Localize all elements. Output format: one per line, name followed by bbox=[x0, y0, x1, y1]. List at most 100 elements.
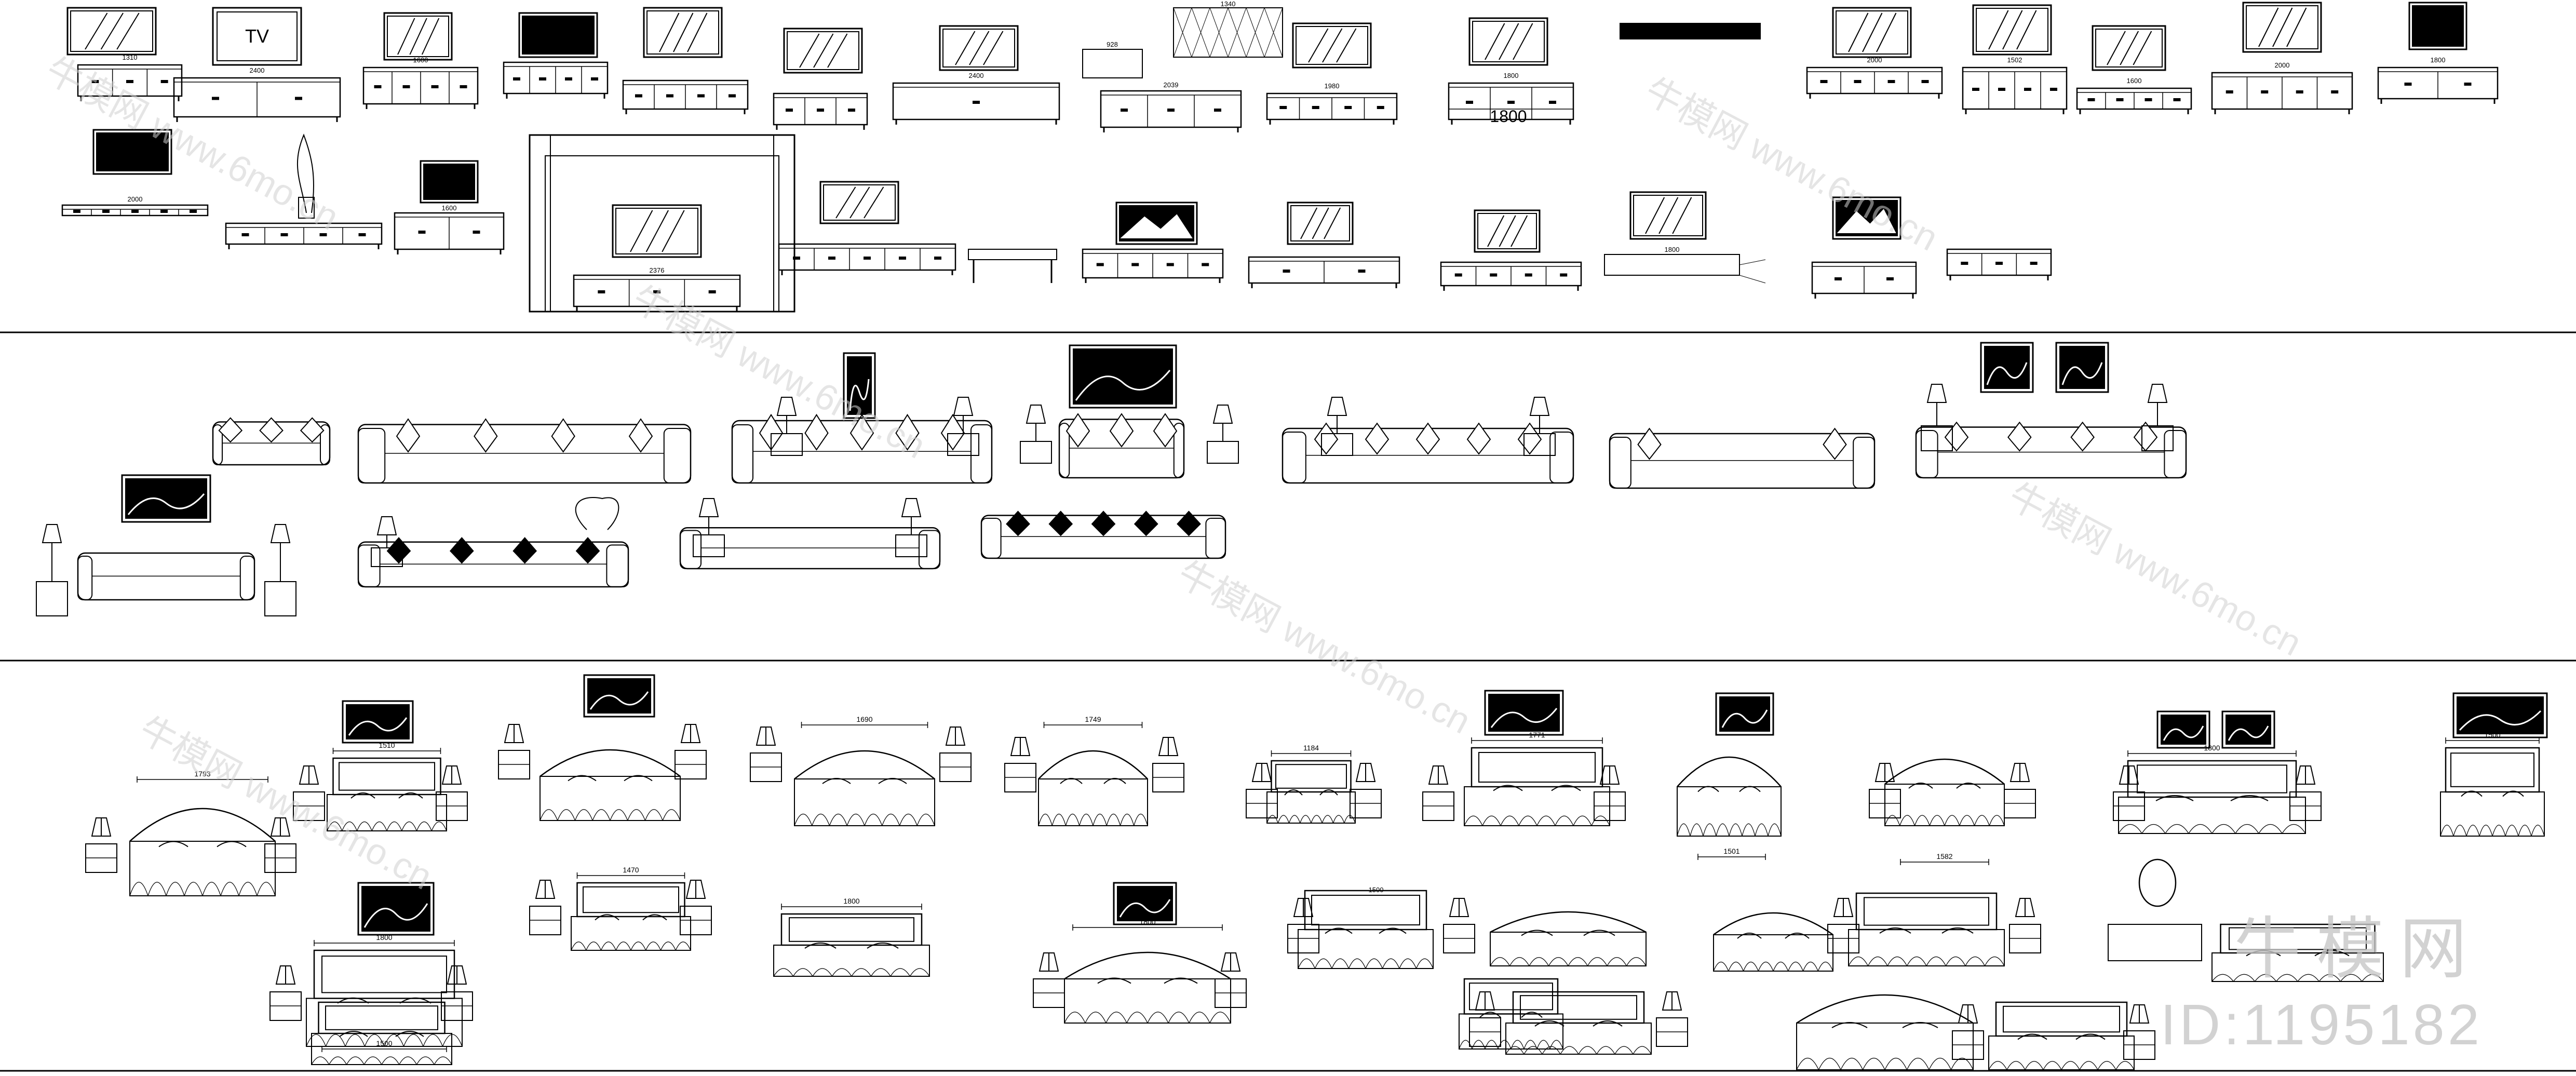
headboard-panel bbox=[326, 1006, 438, 1030]
bedspread-fold bbox=[1945, 815, 1960, 826]
drawer-handle bbox=[2331, 91, 2338, 93]
bedspread-fold bbox=[1300, 815, 1311, 823]
sofa-arm bbox=[358, 545, 380, 587]
bedspread-fold bbox=[1818, 962, 1833, 972]
bedspread-fold bbox=[2518, 825, 2531, 836]
wall-art bbox=[588, 679, 651, 713]
drawer-handle bbox=[817, 109, 824, 111]
pillow bbox=[159, 842, 188, 847]
tv-screen bbox=[424, 164, 475, 199]
headboard-panel bbox=[2137, 765, 2287, 792]
bedspread-fold bbox=[1803, 962, 1818, 972]
side-table bbox=[1207, 441, 1238, 463]
bedspread-fold bbox=[130, 882, 148, 896]
bedspread-fold bbox=[1399, 959, 1417, 969]
bedspread-fold bbox=[1549, 958, 1569, 966]
bedspread-fold bbox=[399, 1057, 417, 1065]
drawer-handle bbox=[432, 86, 438, 88]
drawer-handle bbox=[935, 257, 941, 259]
pillow bbox=[2156, 796, 2193, 801]
drawer-handle bbox=[132, 210, 138, 212]
drawer-handle bbox=[2031, 262, 2037, 264]
dimension-label: 1800 bbox=[376, 933, 392, 941]
pillow bbox=[1880, 928, 1911, 933]
drawer-handle bbox=[2297, 91, 2303, 93]
bedspread-fold bbox=[239, 882, 257, 896]
drawer-handle bbox=[2261, 91, 2268, 93]
drawer-handle bbox=[1961, 262, 1967, 264]
stamp-brand: 牛模网 bbox=[2160, 894, 2483, 992]
bedspread-fold bbox=[1729, 962, 1744, 972]
bedspread-fold bbox=[891, 969, 910, 976]
sofa-arm bbox=[919, 531, 940, 569]
cabinet-body bbox=[1604, 254, 1739, 275]
bedspread-fold bbox=[610, 810, 628, 821]
bedspread-fold bbox=[1550, 1040, 1563, 1049]
dimension-label: 2400 bbox=[969, 72, 984, 79]
drawer-handle bbox=[709, 291, 716, 293]
drawer-handle bbox=[2174, 99, 2180, 101]
drawer-handle bbox=[514, 78, 520, 80]
bedspread-fold bbox=[1677, 824, 1690, 836]
dimension-label: 2000 bbox=[2275, 61, 2290, 69]
tv-label: TV bbox=[245, 25, 269, 47]
bedspread-fold bbox=[1758, 962, 1773, 972]
drawer-handle bbox=[565, 78, 572, 80]
small-cabinet bbox=[1083, 49, 1142, 78]
side-table bbox=[36, 582, 68, 616]
lamp-shade bbox=[2148, 384, 2167, 402]
drawer-handle bbox=[2088, 99, 2095, 101]
dimension-label: 1510 bbox=[379, 741, 395, 749]
leader-line bbox=[1739, 260, 1765, 265]
sofa-arm bbox=[1206, 518, 1225, 558]
drawer-handle bbox=[848, 109, 855, 111]
drawer-handle bbox=[1973, 88, 1979, 90]
bedspread-fold bbox=[2080, 1061, 2098, 1070]
pillar bbox=[774, 135, 794, 312]
drawer-handle bbox=[461, 86, 467, 88]
headboard bbox=[130, 809, 275, 841]
drawer-handle bbox=[1889, 80, 1895, 83]
decor-panel bbox=[1174, 8, 1283, 57]
bedspread-fold bbox=[2492, 825, 2505, 836]
bedspread-fold bbox=[306, 1034, 326, 1046]
bedspread-fold bbox=[1887, 957, 1907, 966]
drawer-handle bbox=[1359, 270, 1365, 272]
bedspread-fold bbox=[813, 969, 832, 976]
bedspread-fold bbox=[1472, 1040, 1485, 1049]
bedspread-fold bbox=[1168, 1012, 1189, 1023]
pillar bbox=[530, 135, 550, 312]
bedspread-fold bbox=[1052, 814, 1066, 826]
drawer-handle bbox=[1215, 109, 1221, 111]
bedspread-fold bbox=[364, 1057, 382, 1065]
dimension-label: 1340 bbox=[1221, 0, 1236, 8]
bedspread-fold bbox=[1929, 1058, 1951, 1070]
sofa-arm bbox=[1853, 437, 1874, 488]
headboard-panel bbox=[322, 956, 447, 992]
bedspread-fold bbox=[1349, 959, 1366, 969]
dimension-label: 1184 bbox=[1303, 744, 1319, 752]
drawer-handle bbox=[1490, 274, 1496, 276]
sofa-arm bbox=[2164, 431, 2186, 478]
drawer-handle bbox=[698, 95, 704, 97]
bedspread-fold bbox=[1064, 1012, 1085, 1023]
drawer-handle bbox=[1996, 262, 2002, 264]
drawer-handle bbox=[103, 210, 109, 212]
pillow bbox=[1584, 931, 1615, 936]
drawer-handle bbox=[1097, 264, 1103, 266]
bedspread-fold bbox=[1965, 957, 1985, 966]
drawer-handle bbox=[1999, 88, 2005, 90]
bedspread-fold bbox=[1524, 1046, 1542, 1054]
leader-line bbox=[1739, 275, 1765, 283]
wall-art bbox=[126, 479, 207, 518]
headboard bbox=[1064, 952, 1231, 979]
drawer-handle bbox=[190, 210, 196, 212]
dimension-label: 1800 bbox=[1665, 246, 1680, 253]
bedspread-fold bbox=[1819, 1058, 1841, 1070]
sofa-arm bbox=[1916, 431, 1938, 478]
sofa-arm bbox=[1283, 432, 1306, 483]
bedspread-fold bbox=[1366, 959, 1383, 969]
drawer-handle bbox=[786, 109, 792, 111]
drawer-handle bbox=[1855, 80, 1861, 83]
bedspread-fold bbox=[347, 1057, 365, 1065]
